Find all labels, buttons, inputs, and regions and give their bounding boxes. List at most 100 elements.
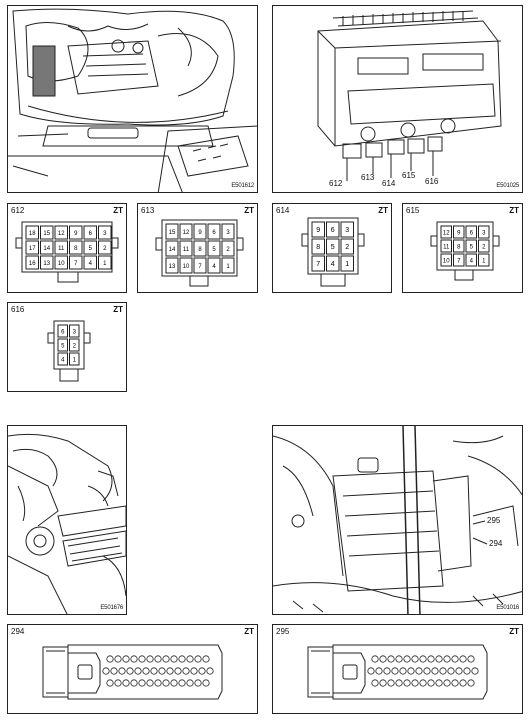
pin-hole <box>411 679 419 687</box>
pin-cell <box>57 324 68 338</box>
pin-number: 16 <box>29 261 36 267</box>
connector-number: 616 <box>11 305 25 314</box>
pin-number: 9 <box>457 231 461 237</box>
pin-hole <box>395 655 403 663</box>
connector-294-face <box>42 644 223 700</box>
pin-number: 1 <box>482 259 486 265</box>
pin-cell <box>25 225 39 240</box>
pin-cell <box>54 225 68 240</box>
pin-number: 2 <box>345 244 349 251</box>
pin-number: 9 <box>316 227 320 234</box>
pin-number: 15 <box>169 230 176 236</box>
pin-cell <box>69 352 80 366</box>
pin-number: 4 <box>61 358 65 364</box>
pin-hole <box>206 667 214 675</box>
pin-number: 4 <box>470 259 474 265</box>
pin-number: 1 <box>103 261 107 267</box>
pin-hole <box>427 679 435 687</box>
pin-hole <box>106 655 114 663</box>
pin-cell <box>40 240 54 255</box>
pin-number: 9 <box>198 230 202 236</box>
pin-number: 4 <box>212 264 216 270</box>
pin-hole <box>371 679 379 687</box>
pin-cell <box>453 253 465 267</box>
pin-hole <box>158 667 166 675</box>
pin-hole <box>142 667 150 675</box>
pin-hole <box>419 655 427 663</box>
pin-cell <box>453 225 465 239</box>
pin-number: 3 <box>345 227 349 234</box>
pin-cell <box>57 352 68 366</box>
pin-cell <box>326 221 340 238</box>
pin-number: 3 <box>482 231 486 237</box>
pin-hole <box>391 667 399 675</box>
pin-hole <box>455 667 463 675</box>
engine-bay-illustration <box>8 8 257 192</box>
pin-number: 8 <box>198 247 202 253</box>
pin-hole <box>114 679 122 687</box>
pin-cell <box>69 338 80 352</box>
pin-cell <box>165 223 179 240</box>
connector-number: 612 <box>11 206 25 215</box>
pin-hole <box>162 679 170 687</box>
figure-code: E501025 <box>496 183 519 189</box>
pin-hole <box>403 679 411 687</box>
pin-hole <box>170 655 178 663</box>
pin-number: 1 <box>73 358 77 364</box>
pin-cell <box>221 223 235 240</box>
pin-hole <box>379 679 387 687</box>
pin-number: 2 <box>103 246 107 252</box>
connector-tag: ZT <box>244 627 254 636</box>
pin-number: 1 <box>226 264 230 270</box>
pin-hole <box>471 667 479 675</box>
pin-hole <box>387 679 395 687</box>
pin-cell <box>69 255 83 270</box>
pin-number: 7 <box>74 261 78 267</box>
pin-number: 14 <box>169 247 176 253</box>
pin-cell <box>54 240 68 255</box>
pin-hole <box>427 655 435 663</box>
pin-hole <box>146 679 154 687</box>
pin-number: 15 <box>43 231 50 237</box>
pin-number: 5 <box>89 246 93 252</box>
pin-cell <box>311 238 325 255</box>
pin-hole <box>399 667 407 675</box>
pin-number: 5 <box>61 344 65 350</box>
pin-cell <box>453 239 465 253</box>
pin-hole <box>459 655 467 663</box>
connector-number: 613 <box>141 206 155 215</box>
figure-code: E501612 <box>231 183 254 189</box>
pin-cell <box>207 240 221 257</box>
pin-hole <box>202 679 210 687</box>
pin-number: 11 <box>443 245 450 251</box>
photo-panel-control-module: 612 613 614 615 616 E501025 <box>272 5 523 193</box>
pin-number: 12 <box>183 230 190 236</box>
pin-cell <box>40 255 54 270</box>
pin-number: 13 <box>43 261 50 267</box>
pin-hole <box>122 655 130 663</box>
connector-tag: ZT <box>509 627 519 636</box>
pin-hole <box>134 667 142 675</box>
pin-cell <box>179 240 193 257</box>
callout-613: 613 <box>361 173 375 182</box>
pin-hole <box>194 655 202 663</box>
pin-number: 5 <box>470 245 474 251</box>
pin-cell <box>98 240 112 255</box>
pin-hole <box>154 655 162 663</box>
pin-hole <box>178 679 186 687</box>
photo-panel-engine-bay: E501612 <box>7 5 258 193</box>
pin-hole <box>154 679 162 687</box>
callout-616: 616 <box>425 177 439 186</box>
pin-cell <box>54 255 68 270</box>
pin-number: 2 <box>226 247 230 253</box>
connector-number: 295 <box>276 627 290 636</box>
module-connectors-illustration <box>273 426 522 614</box>
pin-hole <box>407 667 415 675</box>
pin-cell <box>83 255 97 270</box>
pin-number: 18 <box>29 231 36 237</box>
